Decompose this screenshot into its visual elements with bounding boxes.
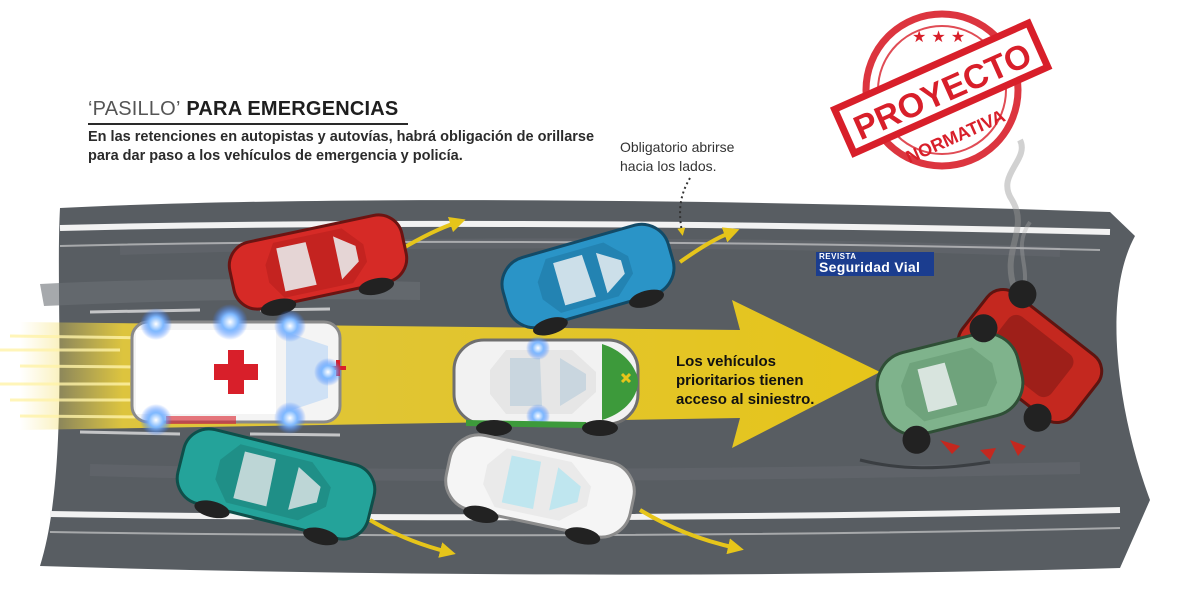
callout-pointer [677, 177, 691, 236]
title-underline [88, 123, 408, 125]
stamp-stars: ★ ★ ★ [912, 27, 965, 46]
car-white [444, 433, 636, 545]
car-teal [175, 427, 377, 546]
arrow-down-right [638, 508, 744, 555]
logo-top-text: REVISTA [819, 252, 857, 261]
priority-note: Los vehículos prioritarios tienen acceso… [676, 353, 815, 408]
callout-sides: Obligatorio abrirse hacia los lados. [620, 138, 790, 176]
smoke [1004, 138, 1025, 292]
logo-main-text: Seguridad Vial [819, 260, 920, 275]
arrow-down-left [368, 518, 456, 558]
callout-line-2: hacia los lados. [620, 158, 717, 174]
police-car [452, 336, 640, 436]
ambulance [130, 304, 346, 436]
stamp: PROYECTO NORMATIVA ★ ★ ★ [829, 10, 1053, 170]
logo-main-dark: Seguridad [819, 259, 891, 275]
car-red [227, 213, 409, 316]
car-blue [500, 222, 676, 336]
title-quote: ‘PASILLO’ [88, 98, 181, 120]
crash-scene [859, 138, 1104, 470]
arrow-up-right [678, 227, 740, 264]
title-rest: PARA EMERGENCIAS [180, 98, 399, 120]
callout-line-1: Obligatorio abrirse [620, 139, 735, 155]
logo-main-light: Vial [894, 259, 921, 275]
logo: REVISTA Seguridad Vial [816, 252, 934, 276]
subtitle: En las retenciones en autopistas y autov… [88, 129, 595, 164]
page-title: ‘PASILLO’ PARA EMERGENCIAS [88, 98, 398, 121]
crashed-green-car [875, 314, 1025, 454]
